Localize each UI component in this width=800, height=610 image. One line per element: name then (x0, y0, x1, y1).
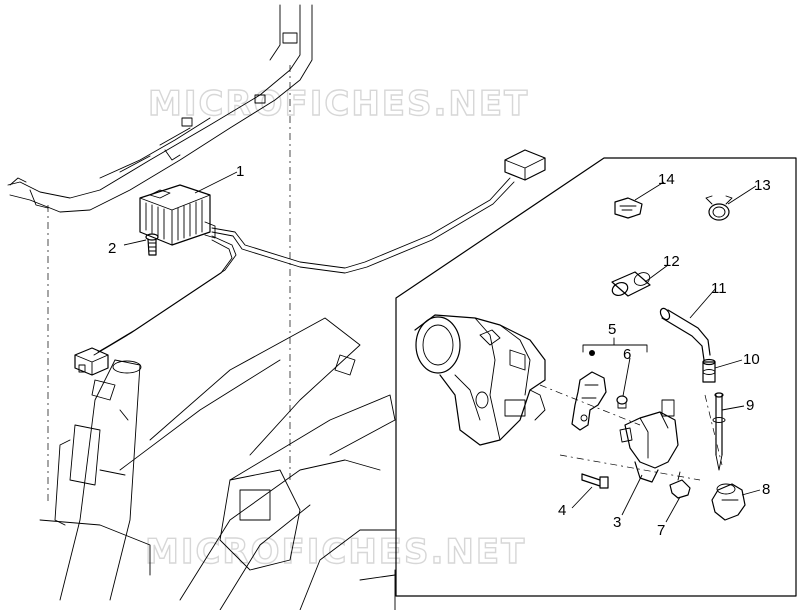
callout-9: 9 (746, 397, 754, 414)
part-14-bracket (614, 197, 643, 219)
part-12-cap (611, 271, 651, 297)
callout-11: 11 (711, 280, 727, 297)
callout-2: 2 (108, 240, 116, 257)
frame-lower-structure (119, 317, 396, 610)
callout-6: 6 (623, 346, 631, 363)
part-voltage-regulator (139, 184, 216, 246)
part-9-pipe (712, 392, 726, 471)
watermark-bottom: MICROFICHES.NET (145, 532, 526, 572)
part-4-bolt (581, 473, 609, 489)
callout-8: 8 (762, 481, 770, 498)
inset-panel-outline (395, 157, 797, 597)
watermark-top: MICROFICHES.NET (148, 84, 529, 124)
callout-4: 4 (558, 502, 566, 519)
callout-5: 5 (608, 321, 616, 338)
steering-column (39, 359, 151, 601)
callout-7: 7 (657, 522, 665, 539)
axis-line-inset-2 (559, 454, 701, 481)
frame-upper-rail (7, 4, 313, 213)
part-13-hose-clamp (705, 195, 733, 221)
part-6-screw (616, 395, 628, 409)
throttle-body (414, 314, 546, 446)
callout-3: 3 (613, 514, 621, 531)
part-3-idle-valve (619, 399, 679, 483)
leader-lines (123, 171, 761, 523)
part-screw-2 (145, 233, 159, 256)
connector-lower (74, 347, 109, 376)
part-sensor-bracket (571, 371, 607, 431)
callout-13: 13 (754, 177, 771, 194)
part-5-kit-marker (582, 337, 648, 356)
part-8-elbow (711, 483, 746, 521)
axis-line-inset (539, 384, 641, 426)
part-11-tube (659, 307, 711, 361)
callout-1: 1 (236, 163, 244, 180)
part-7-clip (669, 471, 691, 499)
callout-10: 10 (743, 351, 760, 368)
wiring-harness (93, 177, 515, 356)
callout-14: 14 (658, 171, 675, 188)
callout-12: 12 (663, 253, 680, 270)
axis-line-inset-3 (704, 394, 723, 466)
connector-upper (504, 149, 546, 181)
part-10-nipple (702, 358, 716, 383)
